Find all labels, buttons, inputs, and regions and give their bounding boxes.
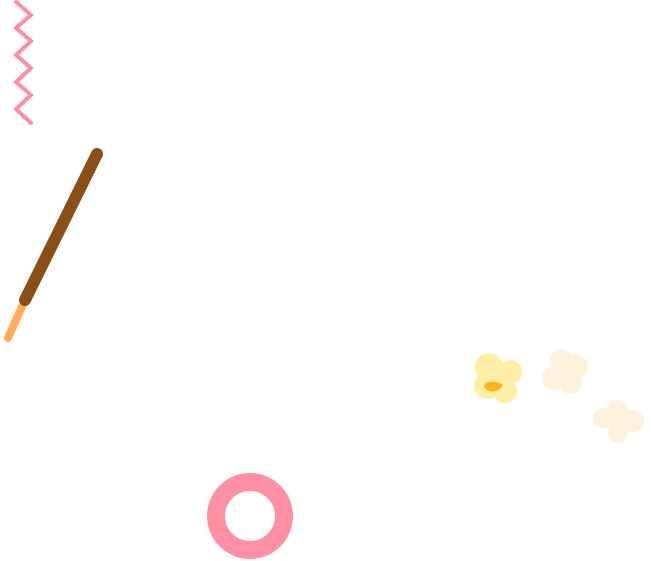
popcorn-puff-light-icon — [542, 349, 588, 394]
zigzag-squiggle-icon — [12, 0, 35, 125]
chocolate-pretzel-stick-icon — [4, 148, 103, 342]
popcorn-kernel-icon — [474, 353, 522, 403]
donut-ring-icon — [207, 473, 293, 559]
popcorn-puff-small-icon — [593, 400, 644, 443]
